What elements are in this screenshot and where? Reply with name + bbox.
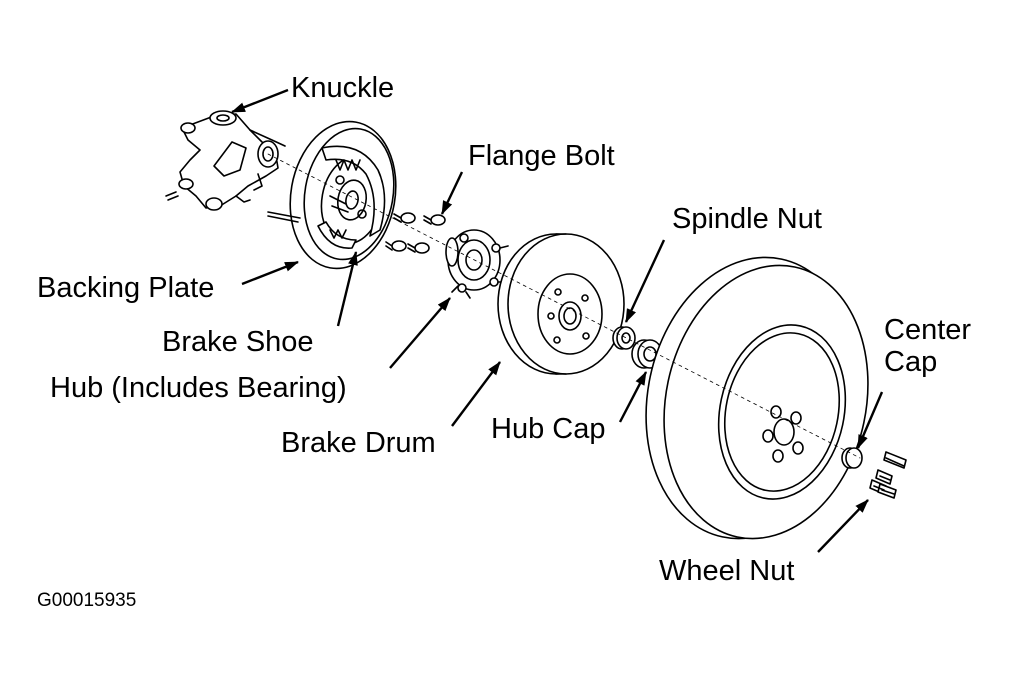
label-hub: Hub (Includes Bearing) xyxy=(50,372,347,404)
brake-drum-part xyxy=(497,233,625,375)
backing-plate-leader xyxy=(241,260,299,286)
leader-arrows xyxy=(231,88,884,553)
label-flange-bolt: Flange Bolt xyxy=(468,140,615,172)
spindle-nut-leader xyxy=(624,239,666,323)
center-cap-leader xyxy=(856,391,884,449)
label-spindle-nut: Spindle Nut xyxy=(672,203,822,235)
backing-plate-part xyxy=(267,120,397,270)
wheel-part xyxy=(645,256,869,540)
label-center-cap-line1: Center xyxy=(884,314,972,346)
center-cap-part xyxy=(841,447,863,469)
flange-bolts xyxy=(385,212,446,254)
brake-shoe-part xyxy=(317,145,386,249)
label-brake-drum: Brake Drum xyxy=(281,427,436,459)
figure-id: G00015935 xyxy=(37,590,137,611)
hub-cap-leader xyxy=(618,371,648,423)
hub-cap-part xyxy=(631,339,663,369)
flange-bolt-leader xyxy=(440,171,464,215)
spindle-nut-part xyxy=(612,326,636,350)
wheel-nuts xyxy=(869,451,907,499)
label-hub-cap: Hub Cap xyxy=(491,413,606,445)
label-center-cap-line2: Cap xyxy=(884,346,938,378)
knuckle-leader xyxy=(231,88,289,114)
brake-shoe-leader xyxy=(336,251,358,327)
label-brake-shoe: Brake Shoe xyxy=(162,326,314,358)
label-backing-plate: Backing Plate xyxy=(37,272,215,304)
hub-leader xyxy=(389,297,451,369)
label-knuckle: Knuckle xyxy=(291,72,395,104)
wheel-nut-leader xyxy=(817,499,869,553)
brake-drum-leader xyxy=(451,361,501,427)
label-wheel-nut: Wheel Nut xyxy=(659,555,795,587)
knuckle-part xyxy=(165,110,286,211)
